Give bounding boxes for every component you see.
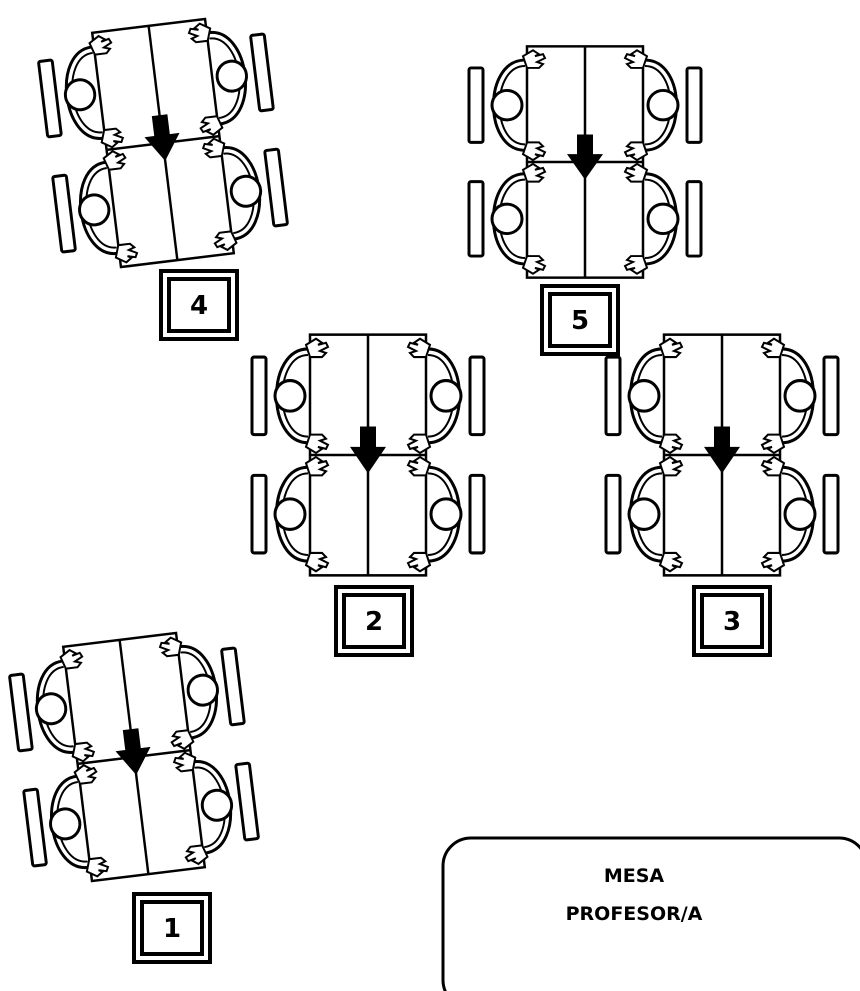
- table-group-2: 2: [252, 335, 484, 657]
- group-2-label: 2: [334, 585, 414, 657]
- table-group-3: 3: [606, 335, 838, 657]
- group-5-number: 5: [571, 306, 589, 336]
- group-5-label: 5: [540, 284, 620, 356]
- group-3-label: 3: [692, 585, 772, 657]
- teacher-desk-line-1: MESA: [604, 865, 665, 887]
- table-group-5: 5: [469, 46, 701, 356]
- teacher-desk: MESA PROFESOR/A: [441, 836, 860, 991]
- group-3-number: 3: [723, 607, 741, 637]
- teacher-desk-line-2: PROFESOR/A: [566, 903, 703, 925]
- group-2-number: 2: [365, 607, 383, 637]
- table-group-4: 4: [36, 12, 290, 341]
- table-group-1: 1: [7, 626, 261, 964]
- group-4-label: 4: [159, 269, 239, 341]
- group-4-number: 4: [190, 291, 208, 321]
- group-1-label: 1: [132, 892, 212, 964]
- group-1-number: 1: [163, 914, 181, 944]
